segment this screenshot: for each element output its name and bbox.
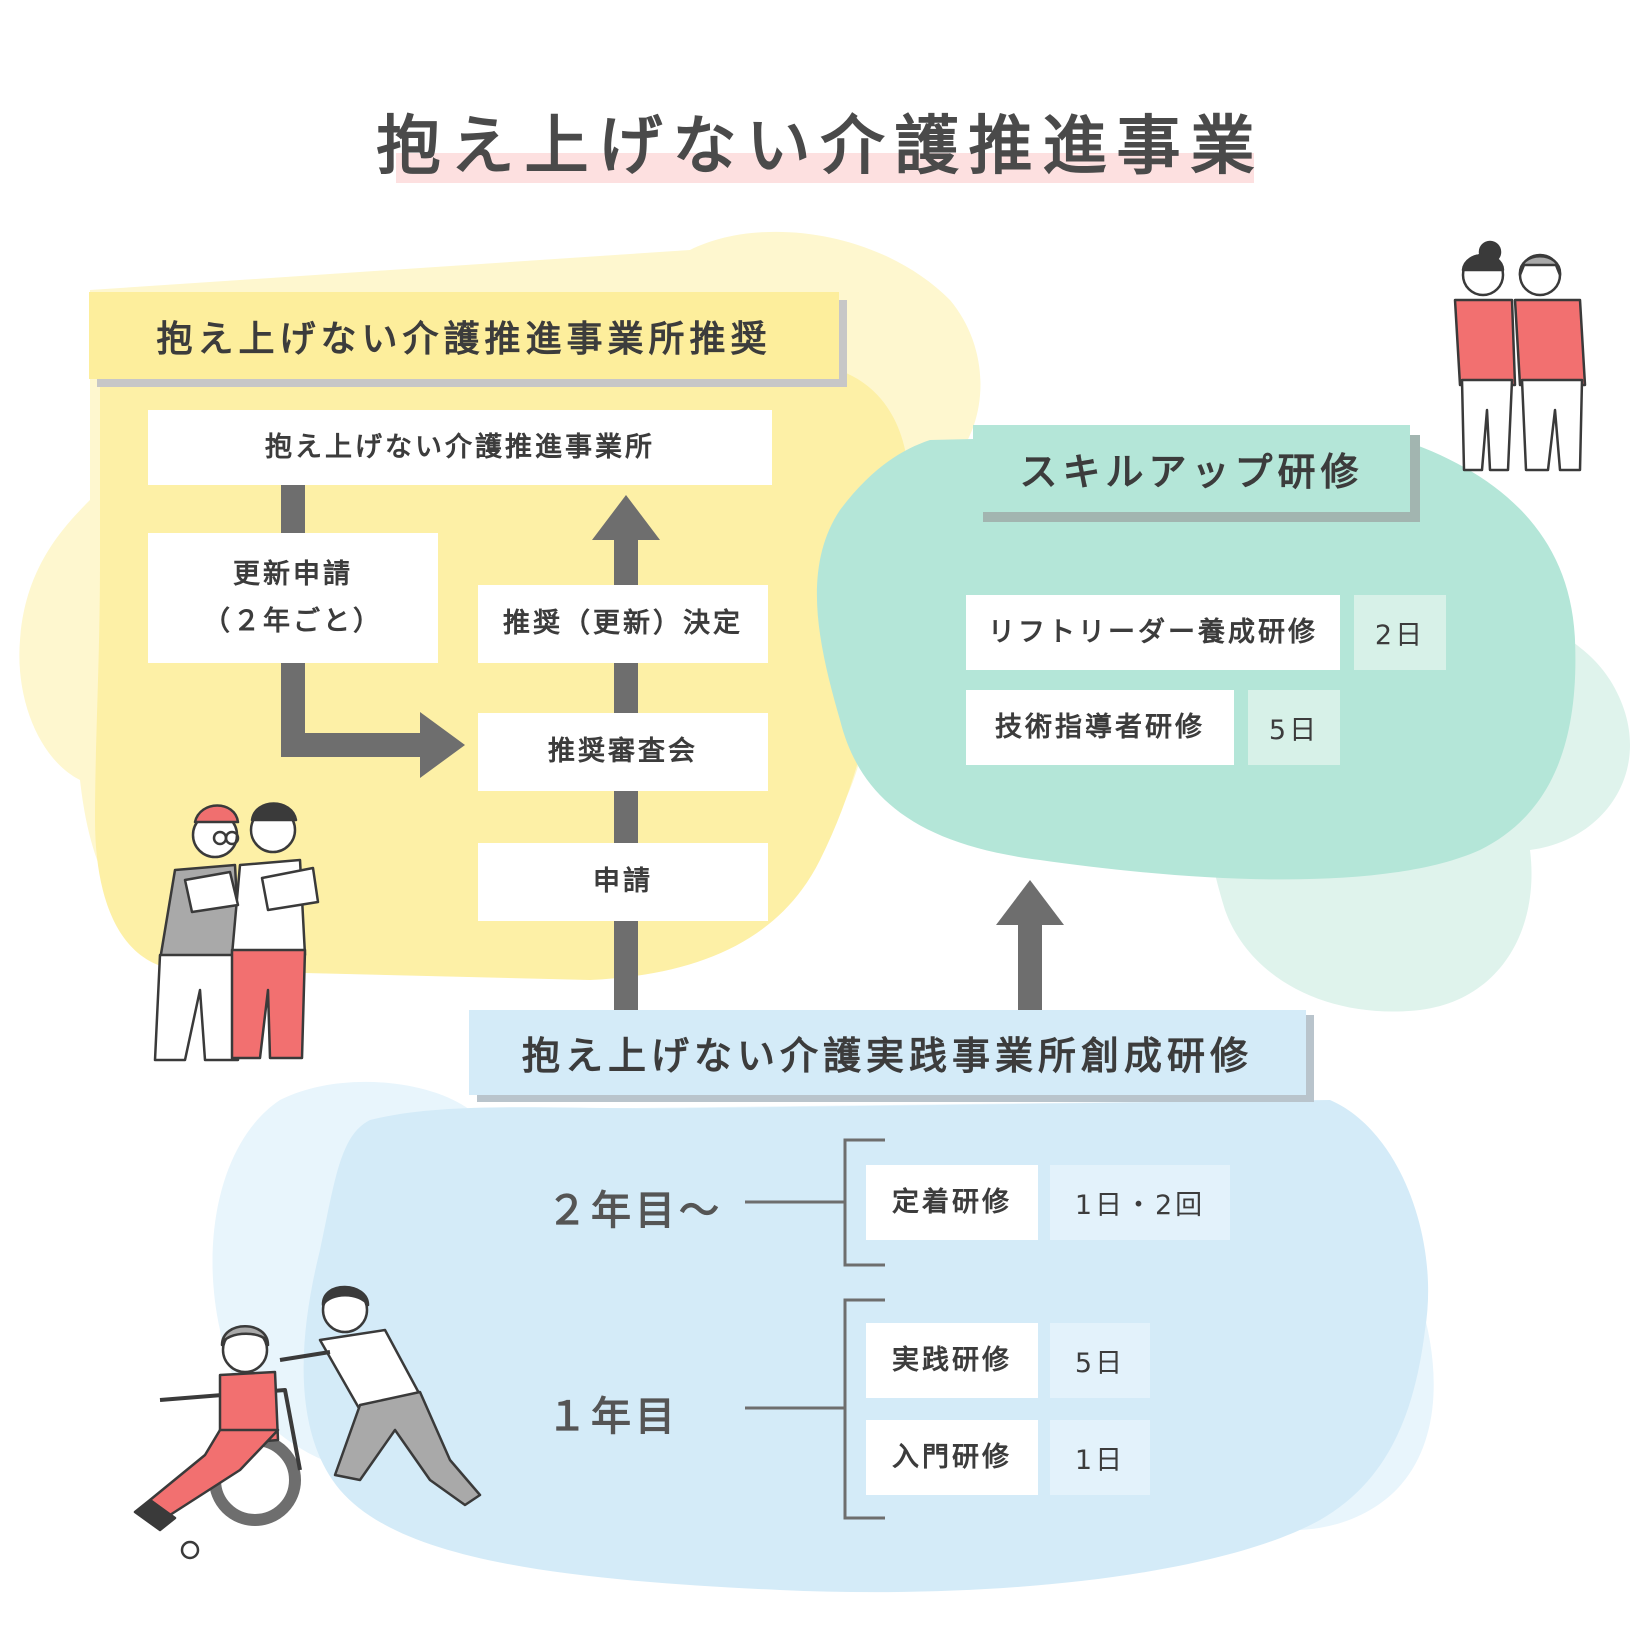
staff-reading-illustration bbox=[153, 802, 320, 1062]
year2-duration-retention: 1日・2回 bbox=[1050, 1165, 1230, 1240]
skillup-up-shaft bbox=[1018, 920, 1042, 1015]
creation-heading: 抱え上げない介護実践事業所創成研修 bbox=[469, 1010, 1306, 1095]
skillup-duration-lift-leader: 2日 bbox=[1354, 595, 1446, 670]
renewal-line-2: （２年ごと） bbox=[203, 606, 383, 637]
staff-pair-illustration bbox=[1453, 240, 1587, 472]
page-title: 抱え上げない介護推進事業 bbox=[376, 110, 1265, 184]
wheelchair-illustration bbox=[133, 1285, 482, 1560]
renewal-application-box: 更新申請 （２年ごと） bbox=[148, 533, 438, 663]
decision-box: 推奨（更新）決定 bbox=[478, 585, 768, 663]
apply-box: 申請 bbox=[478, 843, 768, 921]
skillup-heading: スキルアップ研修 bbox=[973, 425, 1410, 512]
year2-bracket bbox=[745, 1138, 885, 1267]
year1-item-practice: 実践研修 bbox=[866, 1323, 1038, 1398]
year1-duration-practice: 5日 bbox=[1050, 1323, 1150, 1398]
skillup-item-lift-leader: リフトリーダー養成研修 bbox=[966, 595, 1340, 670]
main-up-arrowhead bbox=[592, 495, 660, 540]
renewal-line-1: 更新申請 bbox=[233, 558, 353, 590]
title-highlight bbox=[396, 153, 1254, 183]
recommend-heading: 抱え上げない介護推進事業所推奨 bbox=[89, 292, 839, 379]
year1-duration-intro: 1日 bbox=[1050, 1420, 1150, 1495]
renewal-arrowhead bbox=[420, 712, 465, 778]
skillup-item-instructor: 技術指導者研修 bbox=[966, 690, 1234, 765]
skillup-duration-instructor: 5日 bbox=[1248, 690, 1340, 765]
year1-bracket bbox=[745, 1298, 885, 1520]
skillup-up-arrowhead bbox=[996, 880, 1064, 925]
recommended-office-box: 抱え上げない介護推進事業所 bbox=[148, 410, 772, 485]
year1-label: １年目 bbox=[547, 1394, 679, 1440]
review-board-box: 推奨審査会 bbox=[478, 713, 768, 791]
year2-item-retention: 定着研修 bbox=[866, 1165, 1038, 1240]
year1-item-intro: 入門研修 bbox=[866, 1420, 1038, 1495]
year2-label: ２年目〜 bbox=[547, 1188, 723, 1234]
